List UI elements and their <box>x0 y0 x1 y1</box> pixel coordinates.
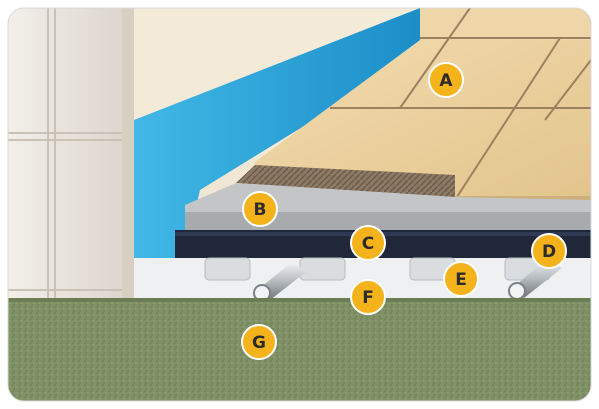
label-f-text: F <box>362 288 374 308</box>
tile-adhesive <box>236 165 455 197</box>
wall-plaster <box>122 8 134 300</box>
label-e-text: E <box>455 270 467 290</box>
brick-joints <box>8 8 126 298</box>
tile-surface <box>255 40 591 200</box>
brick-wall <box>8 8 126 298</box>
label-marker-d: D <box>531 233 567 269</box>
screed-layer <box>185 212 591 230</box>
label-a-text: A <box>439 71 453 91</box>
subfloor-concrete <box>8 300 591 401</box>
label-b-text: B <box>254 200 267 220</box>
label-marker-b: B <box>242 191 278 227</box>
label-marker-f: F <box>350 279 386 315</box>
tile-grout-lines <box>330 8 591 201</box>
label-marker-c: C <box>350 225 386 261</box>
label-marker-g: G <box>241 324 277 360</box>
label-d-text: D <box>542 242 556 262</box>
subfloor-top-edge <box>8 298 591 302</box>
label-marker-e: E <box>443 261 479 297</box>
label-g-text: G <box>252 333 266 353</box>
tile-surface-upper <box>420 8 591 40</box>
screed-layer-top <box>185 183 591 213</box>
label-c-text: C <box>362 234 374 254</box>
label-marker-a: A <box>428 62 464 98</box>
diagram-border <box>7 7 592 402</box>
